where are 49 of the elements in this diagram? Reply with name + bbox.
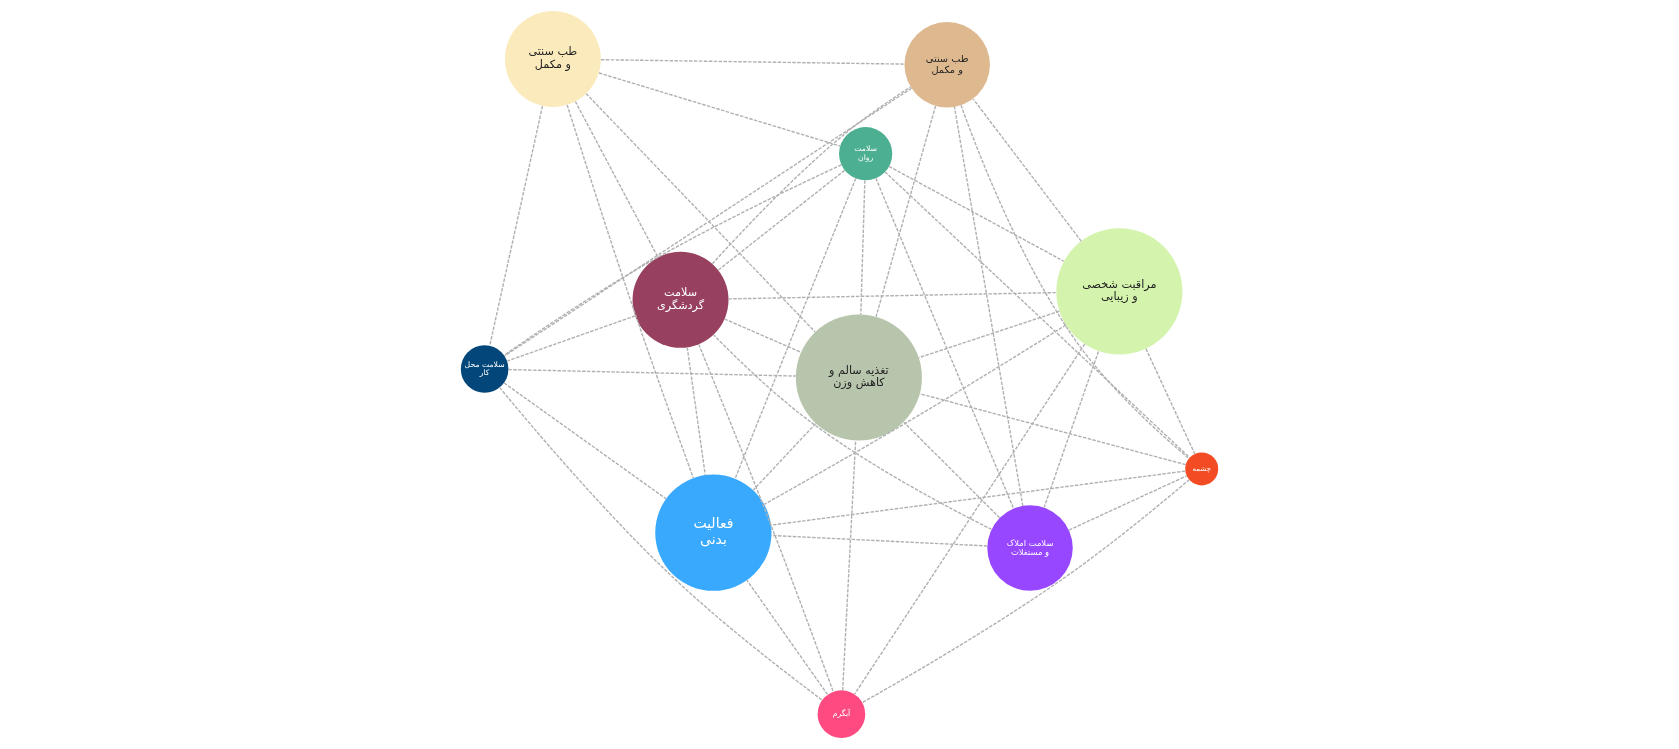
connector bbox=[884, 171, 1191, 459]
connector bbox=[770, 534, 989, 547]
connector bbox=[960, 104, 1190, 460]
connector bbox=[504, 87, 913, 357]
connector bbox=[918, 310, 1060, 359]
connector bbox=[903, 421, 1001, 519]
connector bbox=[746, 579, 829, 696]
node-circle: سلامت املاک و مستغلات bbox=[987, 505, 1073, 591]
node-circle: تغذیه سالم و کاهش وزن bbox=[795, 314, 922, 441]
connector bbox=[507, 368, 797, 377]
connector bbox=[698, 343, 834, 693]
connector bbox=[1068, 475, 1188, 531]
node-circle: سلامت گردشگری bbox=[632, 251, 729, 348]
connector bbox=[734, 177, 857, 480]
connector bbox=[752, 422, 817, 491]
node-circle: فعالیت بدنی bbox=[655, 474, 772, 591]
connector bbox=[1145, 348, 1196, 455]
connector bbox=[841, 440, 857, 691]
connector bbox=[503, 164, 843, 356]
connector bbox=[727, 291, 1057, 300]
node-circle: طب سنتی و مکمل bbox=[904, 22, 990, 108]
connector bbox=[566, 104, 694, 479]
node-circle: طب سنتی و مکمل bbox=[504, 11, 601, 107]
connector bbox=[499, 386, 823, 701]
connector bbox=[972, 98, 1082, 242]
connector bbox=[598, 72, 841, 147]
connector bbox=[585, 93, 816, 333]
connector bbox=[717, 169, 846, 271]
connector bbox=[503, 382, 667, 500]
connector bbox=[489, 105, 544, 347]
connector bbox=[861, 478, 1190, 704]
connector bbox=[713, 334, 993, 531]
connector bbox=[853, 343, 1086, 695]
connector bbox=[574, 100, 659, 259]
connector bbox=[506, 315, 636, 362]
connector bbox=[1043, 350, 1100, 509]
connector bbox=[919, 393, 1187, 466]
connector bbox=[860, 179, 866, 316]
connector bbox=[770, 470, 1186, 526]
connector bbox=[875, 177, 1015, 510]
connector bbox=[600, 59, 906, 65]
connector bbox=[711, 86, 912, 265]
connector bbox=[763, 324, 1067, 505]
connector bbox=[686, 346, 706, 476]
connector bbox=[953, 106, 1024, 507]
connector bbox=[875, 105, 937, 318]
connector bbox=[888, 165, 1065, 262]
node-circle: مراقبت شخصی و زیبایی bbox=[1056, 228, 1183, 355]
connector bbox=[723, 318, 802, 353]
